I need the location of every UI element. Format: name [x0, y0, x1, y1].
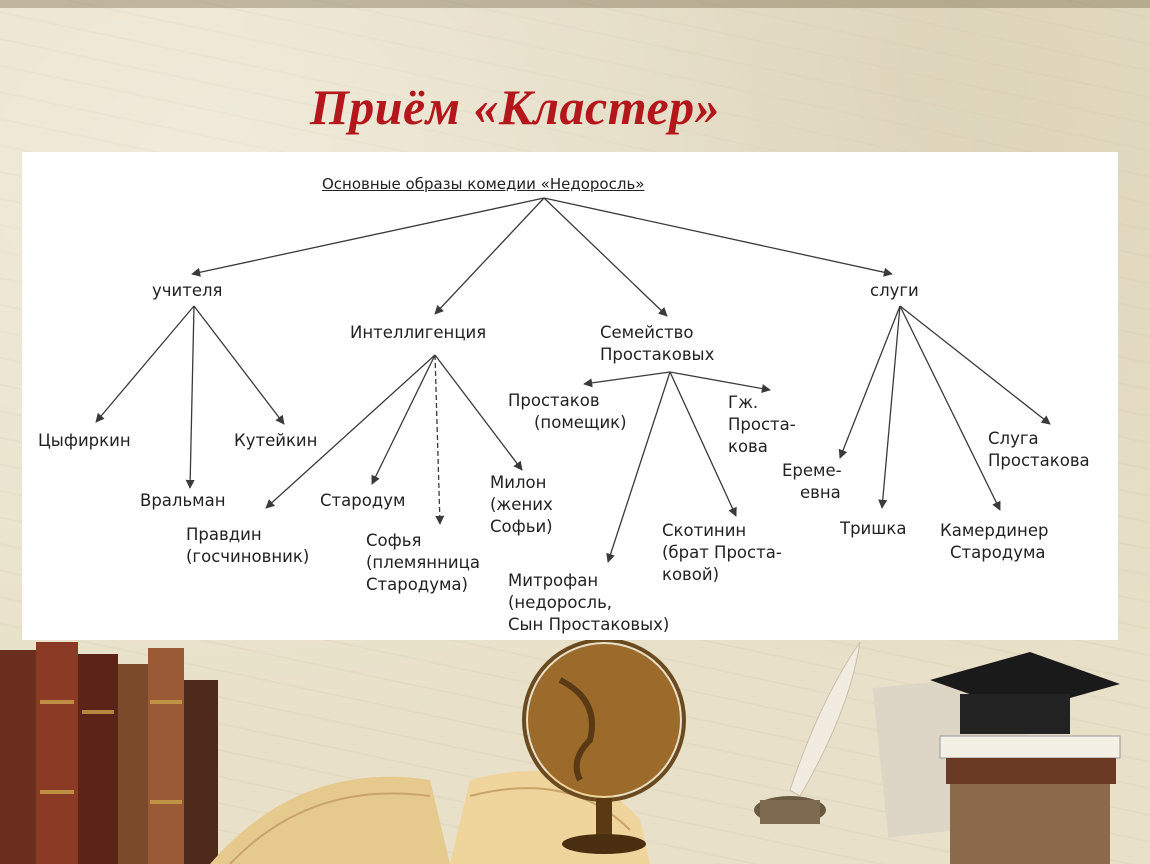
edge-root-servants [543, 197, 893, 277]
node-prostakov: Простаков (помещик) [508, 390, 627, 434]
node-sluga-prostakova: Слуга Простакова [988, 428, 1090, 472]
stacked-books-icon [939, 735, 1121, 864]
node-skotinin-line3: ковой) [662, 565, 720, 584]
node-starodum: Стародум [320, 491, 406, 510]
diagram-root-title: Основные образы комедии «Недоросль» [322, 175, 645, 193]
node-mitrofan-line3: Сын Простаковых) [508, 615, 670, 634]
node-eremeevna-line2: евна [800, 483, 841, 502]
edge-intel-milon [434, 354, 523, 471]
node-mrs-line2: Проста- [728, 415, 796, 434]
node-milon-line1: Милон [490, 473, 547, 492]
node-kamerdiner-line2: Стародума [950, 543, 1046, 562]
group-family-line1: Семейство [600, 323, 694, 342]
node-pravdin-line1: Правдин [186, 525, 262, 544]
edge-teachers-vralman [185, 305, 195, 489]
group-family-line2: Простаковых [600, 345, 715, 364]
node-mitrofan-line2: (недоросль, [508, 593, 613, 612]
group-intelligentsia: Интеллигенция [350, 323, 487, 342]
node-mitrofan-line1: Митрофан [508, 571, 599, 590]
top-edge [0, 0, 1150, 8]
node-trishka: Тришка [840, 519, 907, 538]
node-sluga-line2: Простакова [988, 451, 1090, 470]
node-milon: Милон (жених Софьи) [490, 472, 553, 538]
node-kamerdiner: Камердинер Стародума [940, 520, 1048, 564]
group-family: Семейство Простаковых [600, 322, 714, 366]
node-kamerdiner-line1: Камердинер [940, 521, 1049, 540]
node-sofia-line2: (племянница [366, 553, 480, 572]
node-pravdin: Правдин (госчиновник) [186, 524, 309, 568]
decorative-illustration [0, 640, 1121, 864]
group-teachers: учителя [152, 281, 223, 300]
group-servants: слуги [870, 281, 919, 300]
quill-inkwell-icon [754, 641, 861, 824]
node-kuteikin: Кутейкин [234, 431, 318, 450]
edge-root-family [543, 197, 668, 317]
cluster-diagram-panel: Основные образы комедии «Недоросль» учит… [22, 152, 1118, 640]
node-sluga-line1: Слуга [988, 429, 1039, 448]
slide-title: Приём «Кластер» [309, 79, 721, 135]
node-sofia-line3: Стародума) [366, 575, 468, 594]
edge-family-prostakov [583, 371, 671, 388]
edge-servants-kamerdiner [899, 305, 1001, 511]
edge-intel-starodum [371, 354, 436, 485]
globe-icon [522, 640, 686, 854]
node-mrs-line1: Гж. [728, 393, 759, 412]
node-sofia-line1: Софья [366, 531, 422, 550]
node-tsyfirkin: Цыфиркин [38, 431, 131, 450]
edge-family-skotinin [669, 371, 737, 517]
node-mitrofan: Митрофан (недоросль, Сын Простаковых) [508, 570, 669, 636]
node-milon-line2: (жених [490, 495, 553, 514]
node-prostakov-line1: Простаков [508, 391, 600, 410]
node-pravdin-line2: (госчиновник) [186, 547, 310, 566]
book-spines-icon [0, 642, 218, 864]
edge-teachers-tsyfirkin [95, 305, 195, 423]
edge-teachers-kuteikin [193, 305, 285, 425]
node-mrs-line3: кова [728, 437, 768, 456]
edge-family-mrs [669, 371, 771, 394]
node-vralman: Вральман [140, 491, 226, 510]
node-milon-line3: Софьи) [490, 517, 553, 536]
edge-intel-pravdin [265, 354, 436, 509]
edge-servants-eremeevna [838, 305, 901, 459]
edge-servants-sluga [899, 305, 1051, 425]
node-skotinin-line2: (брат Проста- [662, 543, 782, 562]
graduation-cap-icon [930, 652, 1120, 734]
node-mrs-prostakova: Гж. Проста- кова [728, 392, 796, 458]
node-eremeevna: Ереме- евна [782, 460, 842, 504]
edge-servants-trishka [878, 305, 901, 509]
node-sofia: Софья (племянница Стародума) [366, 530, 480, 596]
diagram-connectors [95, 197, 1051, 563]
edge-family-mitrofan [606, 371, 671, 563]
node-skotinin-line1: Скотинин [662, 521, 747, 540]
edge-intel-sofia [434, 354, 445, 525]
edge-root-intelligentsia [434, 197, 545, 315]
node-skotinin: Скотинин (брат Проста- ковой) [662, 520, 782, 586]
edge-root-teachers [191, 197, 545, 277]
node-eremeevna-line1: Ереме- [782, 461, 842, 480]
node-prostakov-line2: (помещик) [534, 413, 627, 432]
